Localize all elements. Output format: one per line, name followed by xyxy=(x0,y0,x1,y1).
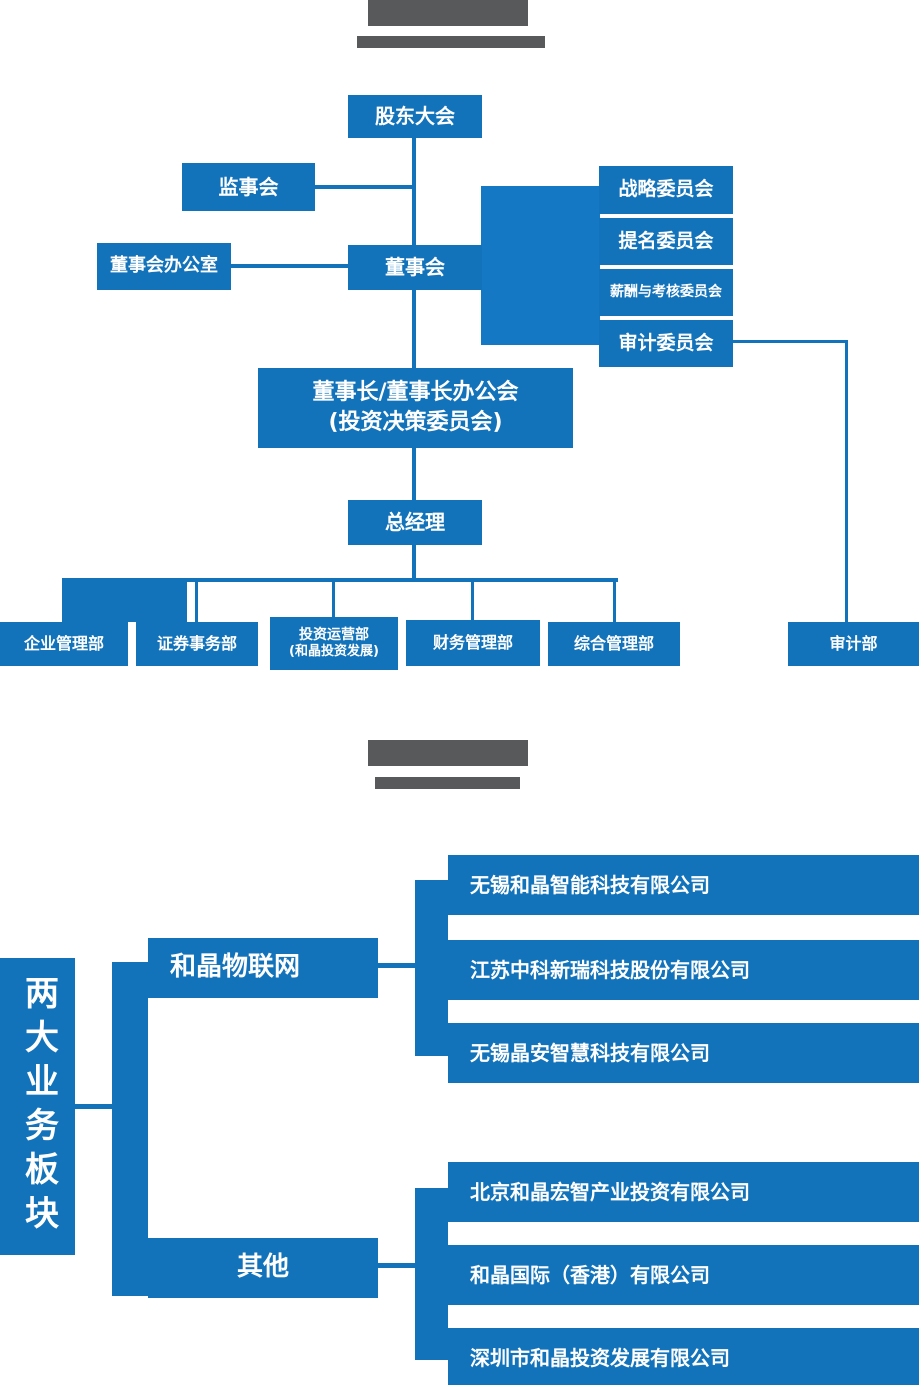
section1-title-underline xyxy=(357,36,545,48)
node-board-of-directors: 董事会 xyxy=(348,245,482,290)
node-board-office: 董事会办公室 xyxy=(97,243,231,290)
connector-shareholders-to-board xyxy=(412,138,416,245)
connector-board-to-chairman xyxy=(412,290,416,368)
connector-drop-enterprise-block xyxy=(62,578,187,622)
connector-drop-investment xyxy=(332,582,335,617)
connector-groups-vertical-bar xyxy=(112,962,148,1296)
connector-auditcommittee-to-auditdept xyxy=(845,340,848,622)
node-remuneration-committee: 薪酬与考核委员会 xyxy=(599,269,733,316)
connector-others-to-companies xyxy=(378,1263,415,1268)
connector-depts-horizontal xyxy=(62,578,618,582)
chairman-office-line2: (投资决策委员会) xyxy=(328,410,503,435)
connector-chairman-to-gm xyxy=(412,448,416,500)
section2-title-underline xyxy=(375,777,520,789)
node-supervisory-board: 监事会 xyxy=(182,163,315,211)
node-audit-committee: 审计委员会 xyxy=(599,320,733,367)
section2-title-bar xyxy=(368,740,528,766)
dept-investment-line2: (和晶投资发展) xyxy=(289,644,379,660)
node-shareholders-meeting: 股东大会 xyxy=(348,95,482,138)
node-dept-securities-affairs: 证券事务部 xyxy=(136,622,258,666)
connector-gm-to-depts xyxy=(412,545,416,579)
node-general-manager: 总经理 xyxy=(348,500,482,545)
connector-others-companies-bar xyxy=(415,1188,448,1360)
company-box: 无锡和晶智能科技有限公司 xyxy=(448,855,919,915)
section1-title-bar xyxy=(368,0,528,26)
node-dept-investment-operations: 投资运营部 (和晶投资发展) xyxy=(270,617,398,670)
node-dept-general-management: 综合管理部 xyxy=(548,622,680,666)
connector-iot-to-companies xyxy=(378,963,415,968)
company-box: 深圳市和晶投资发展有限公司 xyxy=(448,1328,919,1385)
node-nomination-committee: 提名委员会 xyxy=(599,218,733,265)
company-box: 北京和晶宏智产业投资有限公司 xyxy=(448,1162,919,1222)
node-dept-finance-management: 财务管理部 xyxy=(406,620,540,666)
company-box: 江苏中科新瑞科技股份有限公司 xyxy=(448,940,919,1000)
connector-boardoffice-to-board xyxy=(231,264,348,268)
business-segments-label-box: 两大业务板块 xyxy=(0,958,75,1255)
connector-drop-general xyxy=(613,582,616,622)
node-dept-audit: 审计部 xyxy=(788,622,919,666)
node-chairman-office: 董事长/董事长办公会 (投资决策委员会) xyxy=(258,368,573,448)
node-group-hejing-iot: 和晶物联网 xyxy=(148,938,378,998)
connector-segments-to-trunk xyxy=(75,1104,112,1109)
connector-supervisory-to-trunk xyxy=(315,185,413,189)
company-box: 和晶国际（香港）有限公司 xyxy=(448,1245,919,1305)
node-strategy-committee: 战略委员会 xyxy=(599,166,733,214)
node-group-others: 其他 xyxy=(148,1238,378,1298)
chairman-office-line1: 董事长/董事长办公会 xyxy=(312,380,519,406)
node-dept-enterprise-management: 企业管理部 xyxy=(0,622,128,666)
connector-drop-finance xyxy=(471,582,474,620)
business-segments-label: 两大业务板块 xyxy=(18,974,59,1239)
dept-investment-line1: 投资运营部 xyxy=(299,626,369,643)
connector-iot-companies-bar xyxy=(415,880,448,1056)
company-box: 无锡晶安智慧科技有限公司 xyxy=(448,1023,919,1083)
connector-auditcommittee-horizontal xyxy=(733,340,848,343)
connector-drop-securities xyxy=(195,582,198,622)
connector-board-committees-block xyxy=(481,186,600,345)
